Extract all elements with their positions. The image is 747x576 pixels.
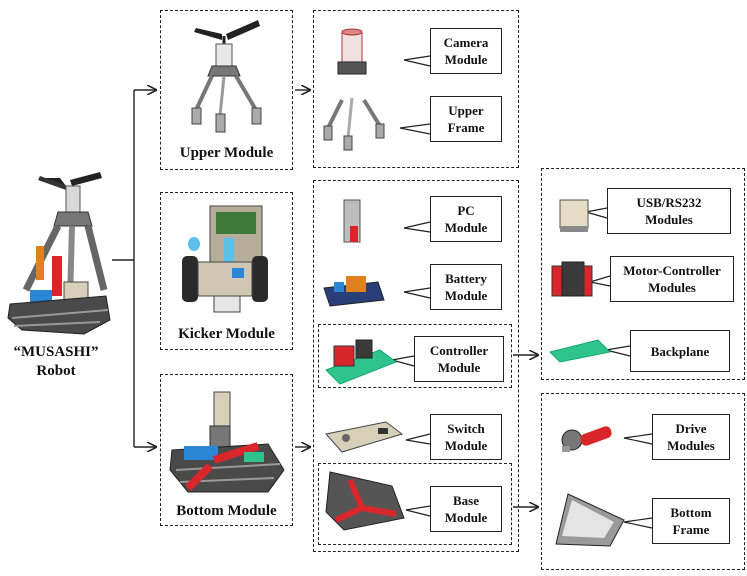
callout-pointers [391,55,653,529]
camera-module-illustration [337,28,367,75]
upper-module-box [160,10,293,170]
base-parts-box [541,393,745,570]
upper-frame-illustration [323,97,385,151]
upper-module-illustration [191,20,262,133]
bottom-module-illustration [169,391,285,493]
upper-module-label: Upper Module [179,145,274,161]
base-module-part-illustration [325,471,405,531]
upper-frame-callout: Upper Frame [430,96,502,142]
switch-module-callout: Switch Module [430,414,502,460]
bottom-parts-box [313,180,519,552]
drive-modules-illustration [561,426,612,452]
base-module-callout-text: Base Module [444,493,488,525]
kicker-module-label: Kicker Module [178,326,275,342]
connector-lines [112,90,538,507]
robot-title-line2: Robot [36,363,76,379]
motor-controller-illustration [551,261,593,297]
bottom-module-label: Bottom Module [176,503,277,519]
upper-frame-callout-text: Upper Frame [447,103,485,135]
usb-rs232-illustration [559,199,589,232]
backplane-illustration [549,339,612,363]
controller-module-illustration [325,339,398,385]
robot-title-line1: “MUSASHI” [13,344,99,360]
motor-controller-callout-text: Motor-Controller Modules [623,263,721,295]
bottom-module-box [160,374,293,526]
drive-modules-callout-text: Drive Modules [667,421,715,453]
backplane-callout: Backplane [630,330,730,372]
upper-parts-box [313,10,519,168]
controller-parts-box [541,168,745,380]
battery-module-callout: Battery Module [430,264,502,310]
base-module-box [318,463,512,545]
bottom-frame-callout: Bottom Frame [652,498,730,544]
drive-modules-callout: Drive Modules [652,414,730,460]
controller-module-callout: Controller Module [414,336,504,382]
switch-module-callout-text: Switch Module [444,421,488,453]
bottom-frame-illustration [555,493,625,547]
controller-module-callout-text: Controller Module [429,343,489,375]
base-module-callout: Base Module [430,486,502,532]
battery-module-illustration [323,276,385,307]
controller-module-box [318,324,512,388]
musashi-robot-illustration [7,172,111,335]
pc-module-callout: PC Module [430,196,502,242]
camera-module-callout-text: Camera Module [443,35,489,67]
bottom-frame-callout-text: Bottom Frame [670,505,712,537]
motor-controller-callout: Motor-Controller Modules [610,256,734,302]
battery-module-callout-text: Battery Module [444,271,488,303]
usb-rs232-callout-text: USB/RS232 Modules [636,195,702,227]
kicker-module-illustration [182,205,268,313]
backplane-callout-text: Backplane [650,343,710,359]
switch-module-illustration [325,421,404,453]
pc-module-callout-text: PC Module [444,203,488,235]
pc-module-illustration [343,199,361,243]
usb-rs232-callout: USB/RS232 Modules [607,188,731,234]
camera-module-callout: Camera Module [430,28,502,74]
kicker-module-box [160,192,293,350]
